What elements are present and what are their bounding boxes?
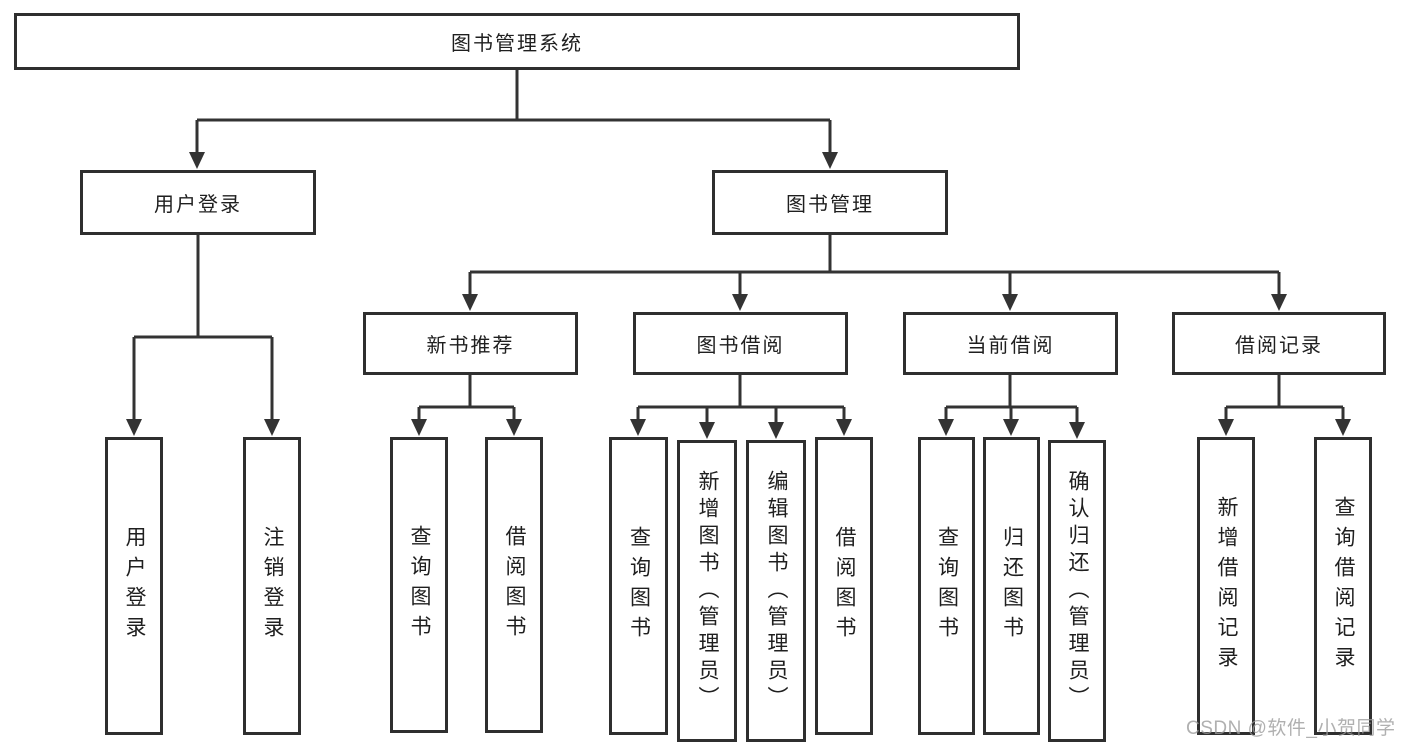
leaf-cb-return-books-label: 归还图书 [1000,526,1024,646]
leaf-rec-borrow-books-label: 借阅图书 [503,525,527,645]
node-book-management: 图书管理 [712,170,948,235]
leaf-bb-query-books-label: 查询图书 [627,526,651,646]
edge-bookmgmt-to-level3 [462,235,1287,311]
node-user-login: 用户登录 [80,170,316,235]
leaf-rec-query-books-label: 查询图书 [408,525,432,645]
edge-bookborrow-to-leaves [630,375,852,439]
node-current-borrowing: 当前借阅 [903,312,1118,375]
leaf-rec-query-books: 查询图书 [390,437,448,733]
leaf-cb-confirm-return-admin: 确认归还（管理员） [1048,440,1106,742]
edge-userlogin-to-leaves [126,235,280,436]
leaf-bb-add-books-admin: 新增图书（管理员） [677,440,737,742]
leaf-cb-query-books: 查询图书 [918,437,975,735]
leaf-user-login: 用户登录 [105,437,163,735]
node-borrowing-records: 借阅记录 [1172,312,1386,375]
leaf-user-login-label: 用户登录 [123,526,147,646]
leaf-bb-borrow-books-label: 借阅图书 [833,526,857,646]
edge-borrowrecords-to-leaves [1218,375,1351,436]
leaf-bb-add-books-admin-label: 新增图书（管理员） [696,469,720,713]
leaf-logout-label: 注销登录 [261,526,285,646]
leaf-br-query-record: 查询借阅记录 [1314,437,1372,735]
leaf-br-query-record-label: 查询借阅记录 [1332,496,1356,676]
leaf-cb-return-books: 归还图书 [983,437,1040,735]
edge-currentborrow-to-leaves [938,375,1085,439]
edge-newbookrec-to-leaves [411,375,522,436]
leaf-bb-edit-books-admin-label: 编辑图书（管理员） [765,469,789,713]
leaf-br-add-record-label: 新增借阅记录 [1215,496,1239,676]
csdn-watermark: CSDN @软件_小贺同学 [1186,718,1396,739]
node-new-book-recommendation: 新书推荐 [363,312,578,375]
leaf-rec-borrow-books: 借阅图书 [485,437,543,733]
node-root: 图书管理系统 [14,13,1020,70]
leaf-cb-query-books-label: 查询图书 [935,526,959,646]
leaf-bb-query-books: 查询图书 [609,437,668,735]
node-book-borrowing: 图书借阅 [633,312,848,375]
edge-root-to-level2 [189,70,838,169]
leaf-bb-edit-books-admin: 编辑图书（管理员） [746,440,806,742]
leaf-cb-confirm-return-admin-label: 确认归还（管理员） [1066,469,1090,713]
leaf-br-add-record: 新增借阅记录 [1197,437,1255,735]
leaf-bb-borrow-books: 借阅图书 [815,437,873,735]
leaf-logout: 注销登录 [243,437,301,735]
